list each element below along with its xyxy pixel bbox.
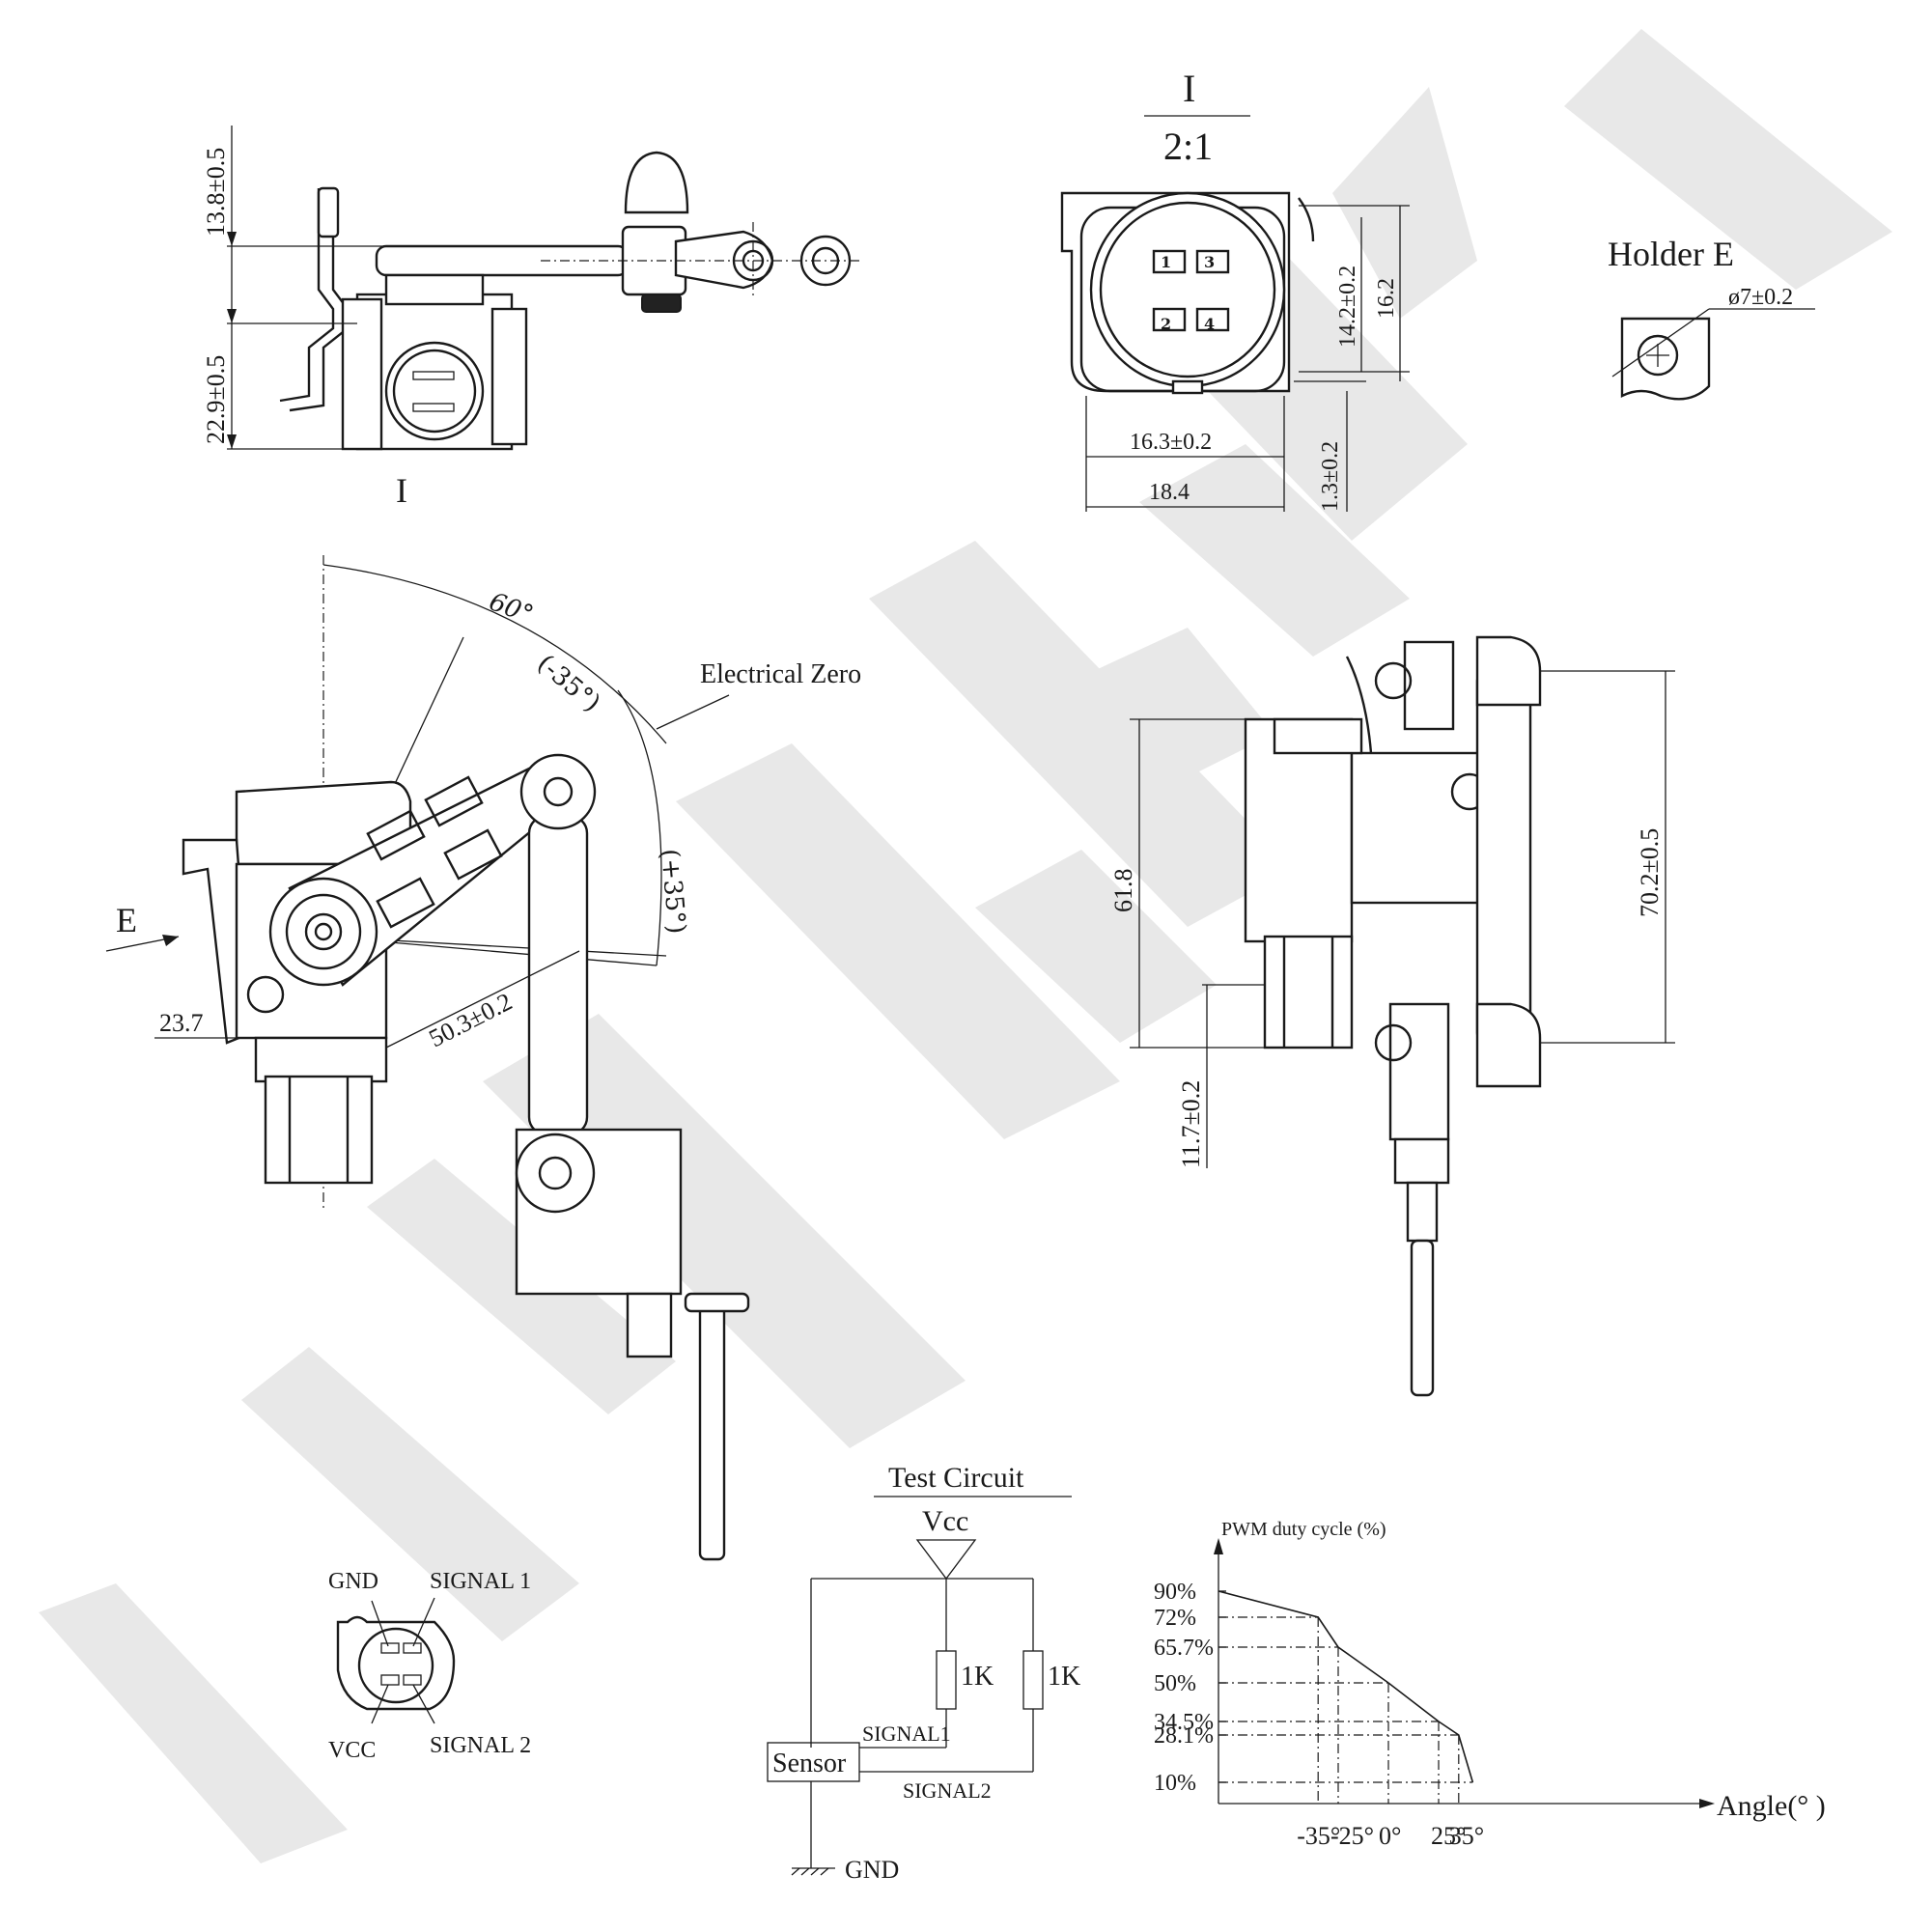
dim-top: 13.8±0.5: [202, 148, 230, 237]
circuit-vcc: Vcc: [922, 1505, 968, 1537]
chart-y-label: PWM duty cycle (%): [1221, 1519, 1386, 1540]
pin-gnd: GND: [328, 1569, 378, 1594]
x-tick-label: -25°: [1330, 1822, 1374, 1850]
dim-h1: 14.2±0.2: [1335, 266, 1360, 348]
circuit-r2: 1K: [1048, 1662, 1080, 1692]
main-view: 60° (-35°) (+35°) Electrical Zero: [105, 555, 861, 1561]
y-tick-label: 28.1%: [1154, 1723, 1214, 1749]
y-tick-label: 50%: [1154, 1671, 1196, 1696]
chart-y-arrow: [1214, 1538, 1223, 1554]
angle-total: 60°: [486, 587, 538, 630]
x-tick-label: -35°: [1297, 1822, 1340, 1850]
dim-v3: 1.3±0.2: [1318, 441, 1343, 512]
pin-signal2: SIGNAL 2: [430, 1733, 531, 1758]
dim-arm: 50.3±0.2: [425, 988, 517, 1053]
x-tick-label: 25°: [1431, 1822, 1466, 1850]
circuit-signal1: SIGNAL1: [862, 1721, 951, 1746]
pin-vcc: VCC: [328, 1738, 376, 1763]
top-view: 13.8±0.5 22.9±0.5 I: [202, 126, 859, 510]
circuit-signal2: SIGNAL2: [903, 1778, 992, 1803]
dim-w2: 18.4: [1149, 480, 1190, 505]
pin-4: 4: [1204, 315, 1215, 333]
pin-signal1: SIGNAL 1: [430, 1569, 531, 1594]
dim-h2: 16.2: [1374, 278, 1399, 319]
detail-scale: 2:1: [1163, 125, 1213, 168]
y-tick-label: 65.7%: [1154, 1636, 1214, 1661]
angle-neg: (-35°): [532, 649, 606, 717]
dim-bottom: 11.7±0.2: [1177, 1080, 1205, 1168]
detail-label: I: [1183, 67, 1195, 110]
dim-total: 70.2±0.5: [1636, 828, 1664, 917]
dim-body: 22.9±0.5: [202, 355, 230, 444]
circuit-gnd: GND: [845, 1856, 899, 1884]
pin-2: 2: [1161, 315, 1171, 333]
x-tick-label: 35°: [1449, 1822, 1484, 1850]
chart-x-label: Angle(° ): [1717, 1790, 1826, 1822]
holder-label: Holder E: [1608, 235, 1734, 273]
y-tick-label: 90%: [1154, 1580, 1196, 1605]
dim-base: 23.7: [159, 1009, 204, 1037]
chart-x-arrow: [1699, 1799, 1715, 1808]
test-circuit: Test Circuit Vcc 1K 1K SIGNAL1 SIGNAL2 S…: [767, 1462, 1080, 1884]
detail-view: I 2:1 1 3 2 4 14.2±0.2 16.2 16.3±0.2 18.…: [1060, 67, 1410, 512]
circuit-sensor: Sensor: [772, 1749, 847, 1778]
side-view: 61.8 11.7±0.2 70.2±0.5: [1109, 635, 1675, 1397]
holder-diameter: ø7±0.2: [1728, 285, 1793, 310]
connector-pinout: GND SIGNAL 1 VCC SIGNAL 2: [328, 1569, 531, 1763]
electrical-zero: Electrical Zero: [700, 659, 861, 689]
section-label: I: [396, 471, 407, 510]
dim-w1: 16.3±0.2: [1130, 430, 1212, 455]
dim-height: 61.8: [1109, 869, 1137, 913]
series-line: [1218, 1590, 1474, 1783]
x-tick-label: 0°: [1379, 1822, 1401, 1850]
y-tick-label: 72%: [1154, 1606, 1196, 1631]
test-circuit-title: Test Circuit: [888, 1462, 1024, 1494]
holder-ref: E: [116, 901, 137, 939]
holder-e: Holder E ø7±0.2: [1608, 235, 1815, 401]
pwm-chart: PWM duty cycle (%) Angle(° ) 90%72% 65.7%…: [1154, 1519, 1826, 1850]
pin-1: 1: [1161, 253, 1171, 271]
y-tick-label: 10%: [1154, 1771, 1196, 1796]
y-tick-label: 34.5%: [1154, 1710, 1214, 1735]
pin-3: 3: [1204, 253, 1215, 271]
circuit-r1: 1K: [961, 1662, 994, 1692]
